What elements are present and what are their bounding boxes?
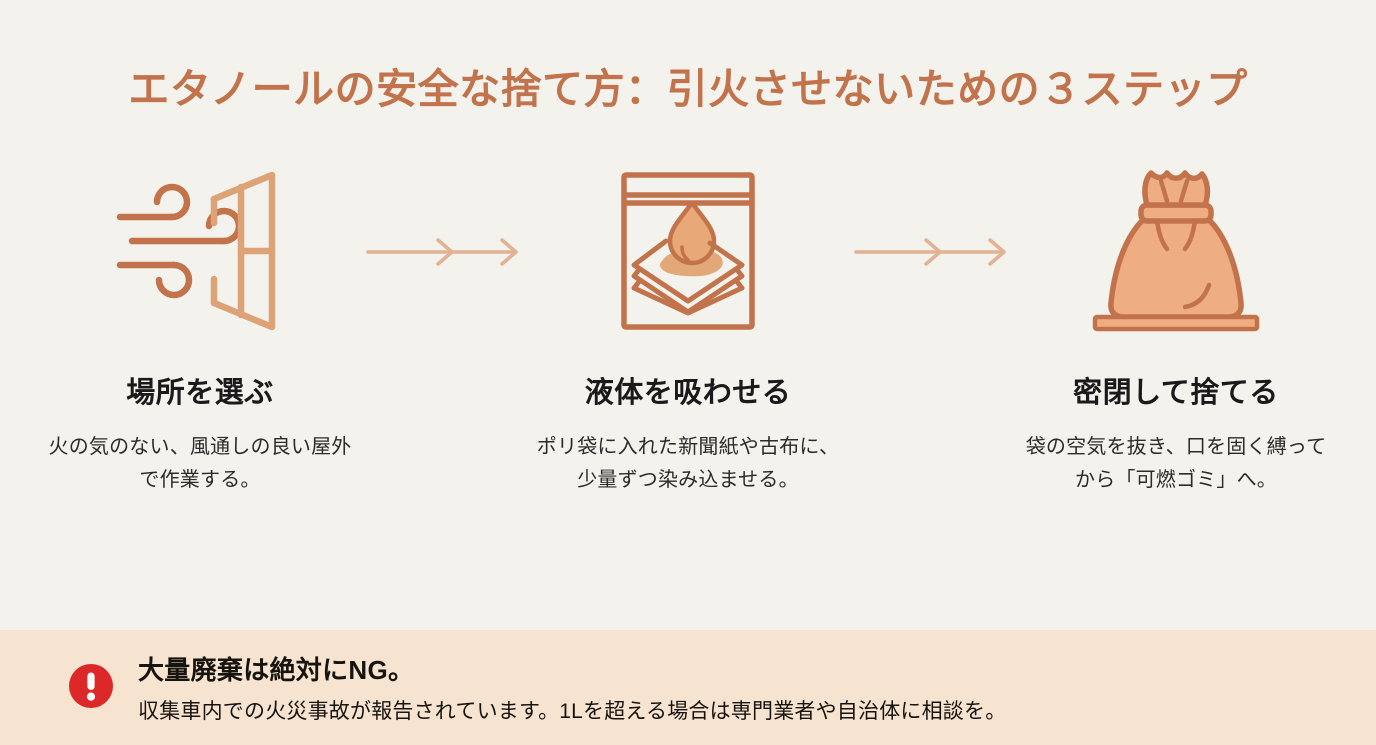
bag-ruffle [1142, 170, 1211, 208]
step-1-icon-box [40, 161, 360, 341]
step-1-description: 火の気のない、風通しの良い屋外で作業する。 [48, 436, 352, 491]
arrow-2 [848, 237, 1016, 267]
arrow-right-icon [854, 238, 1006, 267]
step-3-icon-box [1016, 161, 1336, 341]
step-2-description: ポリ袋に入れた新聞紙や古布に、少量ずつ染み込ませる。 [536, 436, 840, 491]
open-window-ventilation-icon [116, 172, 276, 331]
step-3-description: 袋の空気を抜き、口を固く縛ってから「可燃ゴミ」へ。 [1025, 436, 1327, 491]
ground-line [1092, 315, 1260, 332]
warning-banner: 大量廃棄は絶対にNG。 収集車内での火災事故が報告されています。1Lを超える場合… [0, 630, 1376, 745]
step-3-title: 密閉して捨てる [1073, 377, 1279, 410]
step-3: 密閉して捨てる 袋の空気を抜き、口を固く縛ってから「可燃ゴミ」へ。 [1016, 161, 1336, 496]
exclamation-circle-icon [68, 663, 114, 714]
title-section: エタノールの安全な捨て方：引火させないための３ステップ [0, 0, 1376, 115]
arrow-1 [360, 237, 528, 267]
page-title: エタノールの安全な捨て方：引火させないための３ステップ [128, 66, 1248, 112]
step-2: 液体を吸わせる ポリ袋に入れた新聞紙や古布に、少量ずつ染み込ませる。 [528, 161, 848, 496]
droplet-shape [667, 201, 717, 266]
warning-text-block: 大量廃棄は絶対にNG。 収集車内での火災事故が報告されています。1Lを超える場合… [138, 650, 1006, 725]
arrow-right-icon [366, 238, 518, 267]
step-2-icon-box [528, 161, 848, 341]
bag-tie [1138, 202, 1214, 224]
step-1: 場所を選ぶ 火の気のない、風通しの良い屋外で作業する。 [40, 161, 360, 496]
warning-body: 収集車内での火災事故が報告されています。1Lを超える場合は専門業者や自治体に相談… [138, 700, 1007, 723]
step-2-title: 液体を吸わせる [584, 377, 792, 410]
plastic-bag-absorbent-paper-icon [621, 172, 755, 330]
steps-row: 場所を選ぶ 火の気のない、風通しの良い屋外で作業する。 [0, 115, 1376, 630]
tied-garbage-bag-icon [1092, 170, 1260, 332]
step-1-title: 場所を選ぶ [126, 377, 274, 410]
warning-title: 大量廃棄は絶対にNG。 [138, 655, 415, 685]
bag-body [1108, 212, 1244, 320]
